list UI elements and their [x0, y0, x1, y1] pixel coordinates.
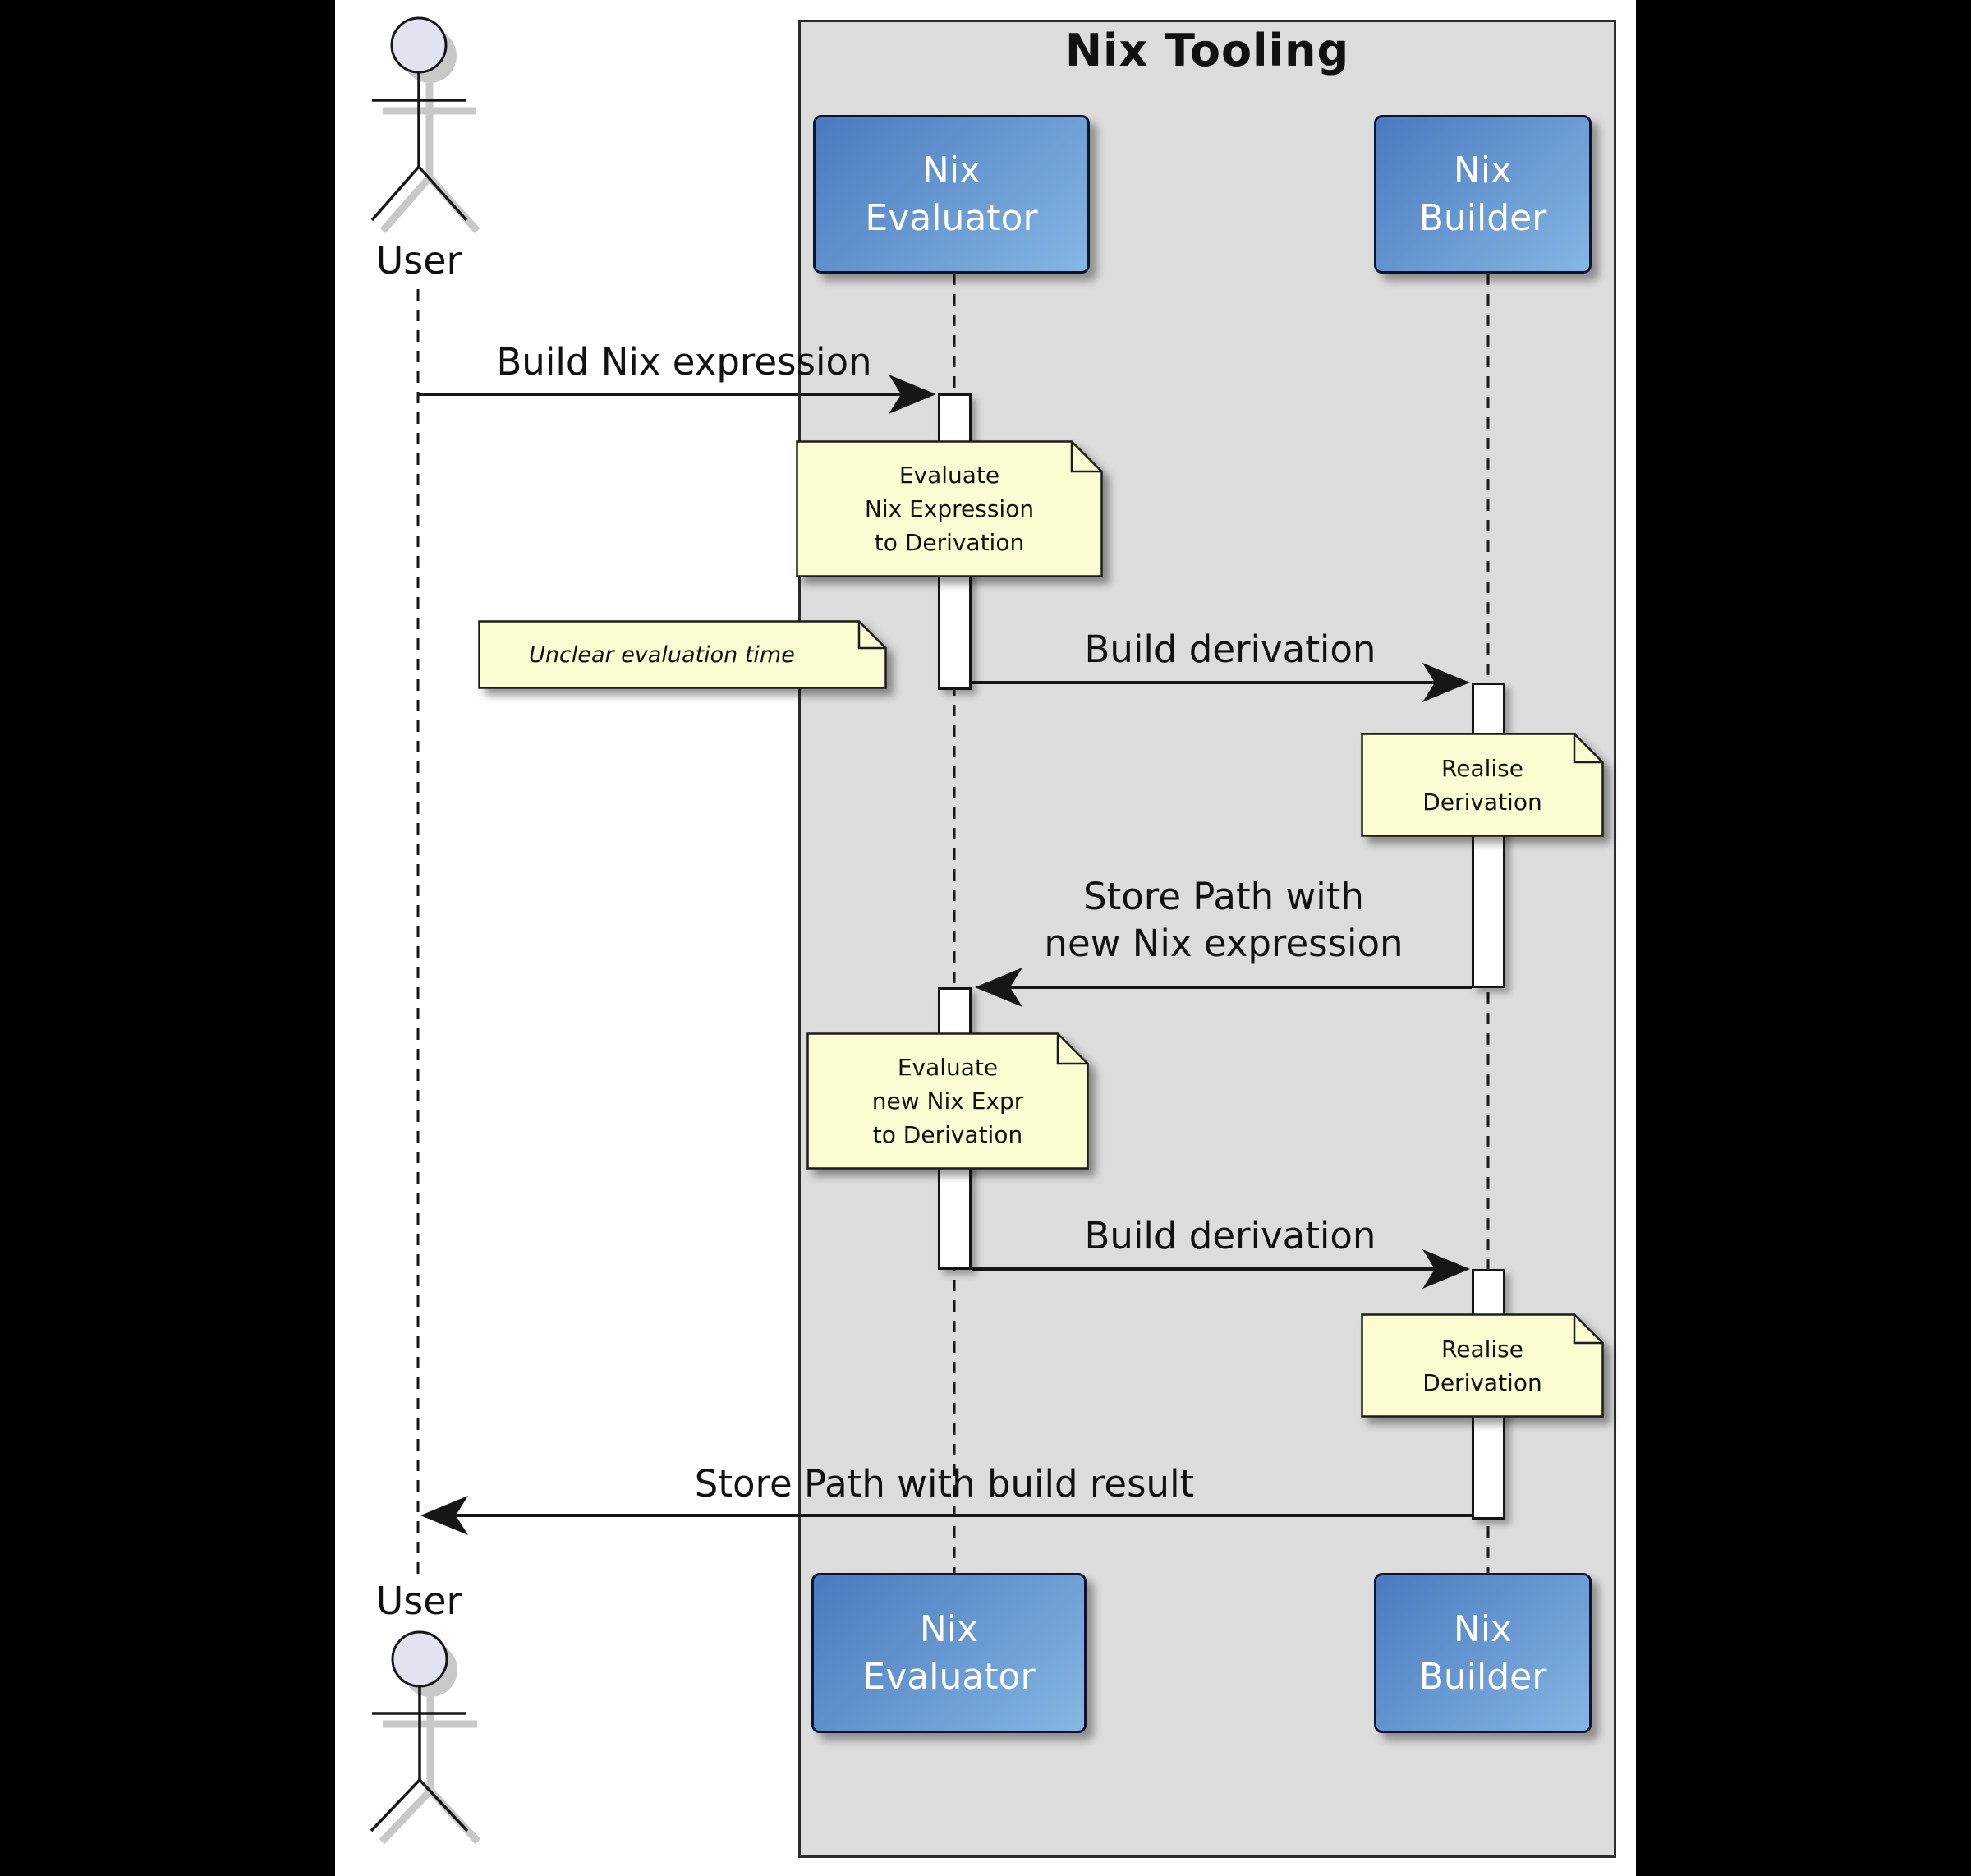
participant-nix-builder-top: Nix Builder — [1374, 115, 1592, 274]
note-line: Evaluate — [898, 462, 1000, 489]
participant-label-line2: Builder — [1418, 196, 1547, 239]
participant-nix-builder-bottom: Nix Builder — [1374, 1573, 1592, 1733]
note-line: Derivation — [1422, 788, 1542, 816]
participant-nix-evaluator-bottom: Nix Evaluator — [811, 1573, 1087, 1733]
message-label-build-nix-expression: Build Nix expression — [496, 340, 872, 384]
message-label-store-path-new-expression: Store Path with new Nix expression — [969, 873, 1478, 967]
message-label-store-path-build-result: Store Path with build result — [694, 1462, 1195, 1506]
actor-label-user-bottom: User — [375, 1579, 462, 1623]
participant-label-line1: Nix — [1453, 149, 1513, 191]
participant-label-line1: Nix — [919, 1607, 979, 1650]
note-realise-derivation-2: Realise Derivation — [1361, 1313, 1604, 1418]
message-label-build-derivation-2: Build derivation — [1084, 1214, 1376, 1258]
message-label-line1: Store Path with — [1083, 875, 1364, 918]
note-line: to Derivation — [874, 529, 1025, 556]
note-line: to Derivation — [872, 1121, 1023, 1148]
note-line: Nix Expression — [864, 495, 1035, 522]
note-realise-derivation-1: Realise Derivation — [1361, 733, 1604, 837]
note-line: Unclear evaluation time — [529, 641, 795, 668]
message-label-line2: new Nix expression — [1044, 922, 1404, 965]
note-unclear-evaluation-time: Unclear evaluation time — [478, 620, 887, 689]
participant-label-line2: Evaluator — [862, 1655, 1036, 1698]
note-line: Evaluate — [897, 1054, 999, 1081]
participant-label-line2: Evaluator — [865, 196, 1038, 239]
note-line: Realise — [1441, 1335, 1523, 1363]
participant-label-line1: Nix — [921, 149, 981, 191]
frame-title: Nix Tooling — [1064, 25, 1350, 76]
message-label-build-derivation-1: Build derivation — [1084, 628, 1376, 671]
note-evaluate-nix-expression: Evaluate Nix Expression to Derivation — [796, 440, 1103, 577]
note-line: Derivation — [1422, 1368, 1542, 1396]
note-line: new Nix Expr — [871, 1087, 1024, 1115]
note-evaluate-new-nix-expr: Evaluate new Nix Expr to Derivation — [806, 1032, 1089, 1170]
participant-label-line1: Nix — [1453, 1607, 1513, 1650]
actor-label-user-top: User — [375, 238, 462, 283]
participant-label-line2: Builder — [1418, 1655, 1547, 1698]
note-line: Realise — [1441, 754, 1523, 782]
participant-nix-evaluator-top: Nix Evaluator — [813, 115, 1090, 274]
